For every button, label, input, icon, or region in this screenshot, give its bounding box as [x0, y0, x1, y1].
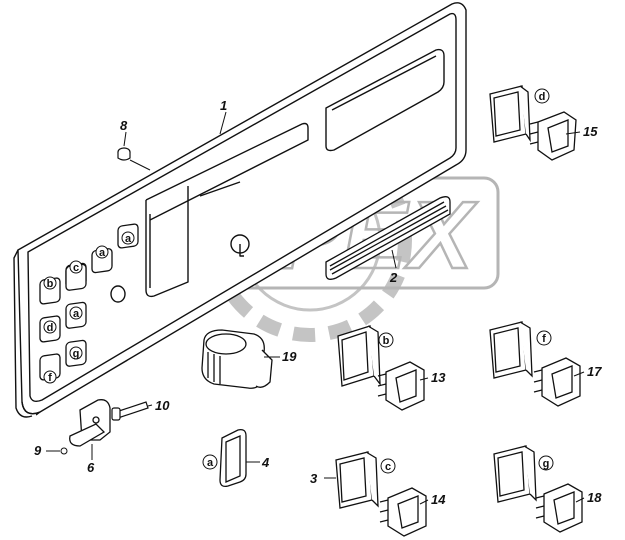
- panel-letter-a2: a: [99, 247, 106, 259]
- switch-d-assembly: [489, 85, 577, 161]
- panel-letter-d: d: [47, 322, 54, 334]
- bolt-10: [111, 401, 149, 421]
- callout-letter-a: a: [207, 457, 214, 469]
- switch-g-assembly: [493, 445, 583, 533]
- part-number-10: 10: [155, 398, 170, 413]
- screw-8: [117, 147, 131, 161]
- callout-letters: d b f a c g: [207, 91, 549, 473]
- callout-letter-c: c: [385, 461, 391, 473]
- bracket-6: [69, 399, 111, 447]
- frame-4: [219, 428, 247, 488]
- ignition-switch: [201, 329, 273, 389]
- callout-letter-b: b: [383, 335, 390, 347]
- switch-b-assembly: [337, 325, 425, 411]
- callout-letter-d: d: [539, 91, 546, 103]
- nut-9: [60, 447, 68, 455]
- mount-hole: [110, 285, 126, 303]
- panel-letter-a3: a: [73, 308, 80, 320]
- panel-letters: [43, 231, 135, 384]
- part-number-9: 9: [34, 443, 42, 458]
- panel-letter-f: f: [48, 372, 52, 384]
- part-number-17: 17: [587, 364, 602, 379]
- part-number-4: 4: [261, 455, 270, 470]
- panel-letter-labels: a a c b a d g f: [47, 233, 132, 384]
- panel-letter-b: b: [47, 278, 54, 290]
- panel-letter-a1: a: [125, 233, 132, 245]
- part-number-14: 14: [431, 492, 446, 507]
- panel-letter-c: c: [73, 262, 79, 274]
- part-number-6: 6: [87, 460, 95, 475]
- leader-lines: [46, 111, 585, 505]
- part-number-15: 15: [583, 124, 598, 139]
- part-number-3: 3: [310, 471, 318, 486]
- part-number-8: 8: [120, 118, 128, 133]
- switch-f-assembly: [489, 321, 581, 407]
- callout-letter-circles: [202, 88, 554, 474]
- part-number-2: 2: [389, 270, 398, 285]
- part-number-13: 13: [431, 370, 446, 385]
- part-numbers: 1 2 3 4 6 8 9 10 13 14 15 17 18 19: [34, 98, 602, 507]
- switch-c-assembly: [335, 451, 427, 537]
- part-number-18: 18: [587, 490, 602, 505]
- callout-letter-f: f: [542, 333, 546, 345]
- panel-letter-g: g: [73, 348, 80, 360]
- vent-grille: [325, 196, 451, 280]
- part-number-19: 19: [282, 349, 297, 364]
- part-number-1: 1: [220, 98, 227, 113]
- switch-panel: [13, 2, 467, 418]
- callout-letter-g: g: [543, 458, 550, 470]
